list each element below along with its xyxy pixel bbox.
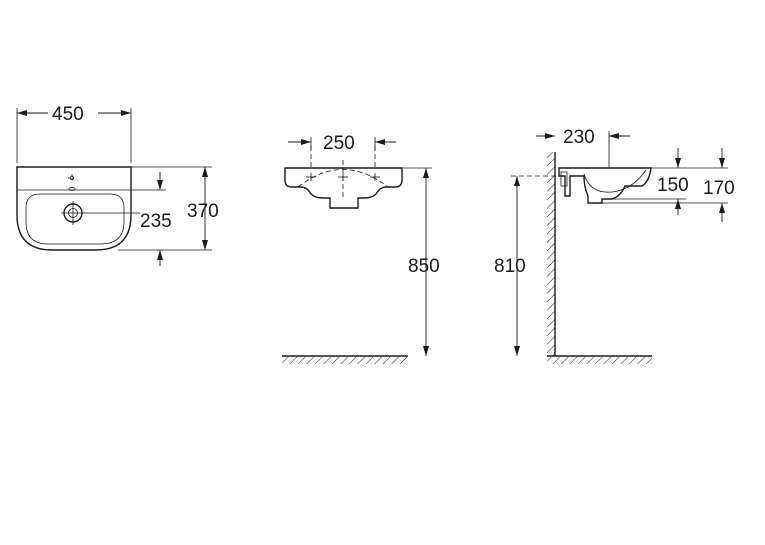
dimension-850: 850 (402, 167, 440, 356)
basin-outline (16, 166, 132, 251)
dim-label-250: 250 (323, 133, 355, 154)
dim-label-810: 810 (494, 256, 526, 277)
dim-label-370: 370 (187, 201, 219, 222)
basin-front-outline (284, 167, 403, 209)
dimension-230: 230 (536, 127, 630, 168)
dimension-370: 370 (118, 166, 219, 251)
dimension-170: 170 (602, 148, 735, 222)
dimension-810: 810 (494, 175, 559, 356)
dim-label-850: 850 (408, 256, 440, 277)
tap-hole-icon (68, 174, 76, 191)
basin-top-view (16, 166, 132, 251)
dimension-235: 235 (84, 172, 172, 266)
wall-section (547, 152, 652, 364)
drain-icon (61, 201, 85, 225)
dim-label-230: 230 (563, 127, 595, 148)
dim-label-170: 170 (703, 178, 735, 199)
dim-label-150: 150 (657, 175, 689, 196)
dim-label-450: 450 (52, 104, 84, 125)
dimension-250: 250 (288, 133, 396, 154)
dimension-450: 450 (16, 104, 132, 163)
basin-side-profile (558, 167, 652, 204)
basin-front-elevation (284, 146, 403, 209)
basin-profile-outline (558, 167, 652, 204)
dim-label-235: 235 (140, 211, 172, 232)
bowl-outline (25, 193, 125, 245)
floor-hatch (282, 355, 408, 364)
dimension-150: 150 (612, 148, 728, 215)
